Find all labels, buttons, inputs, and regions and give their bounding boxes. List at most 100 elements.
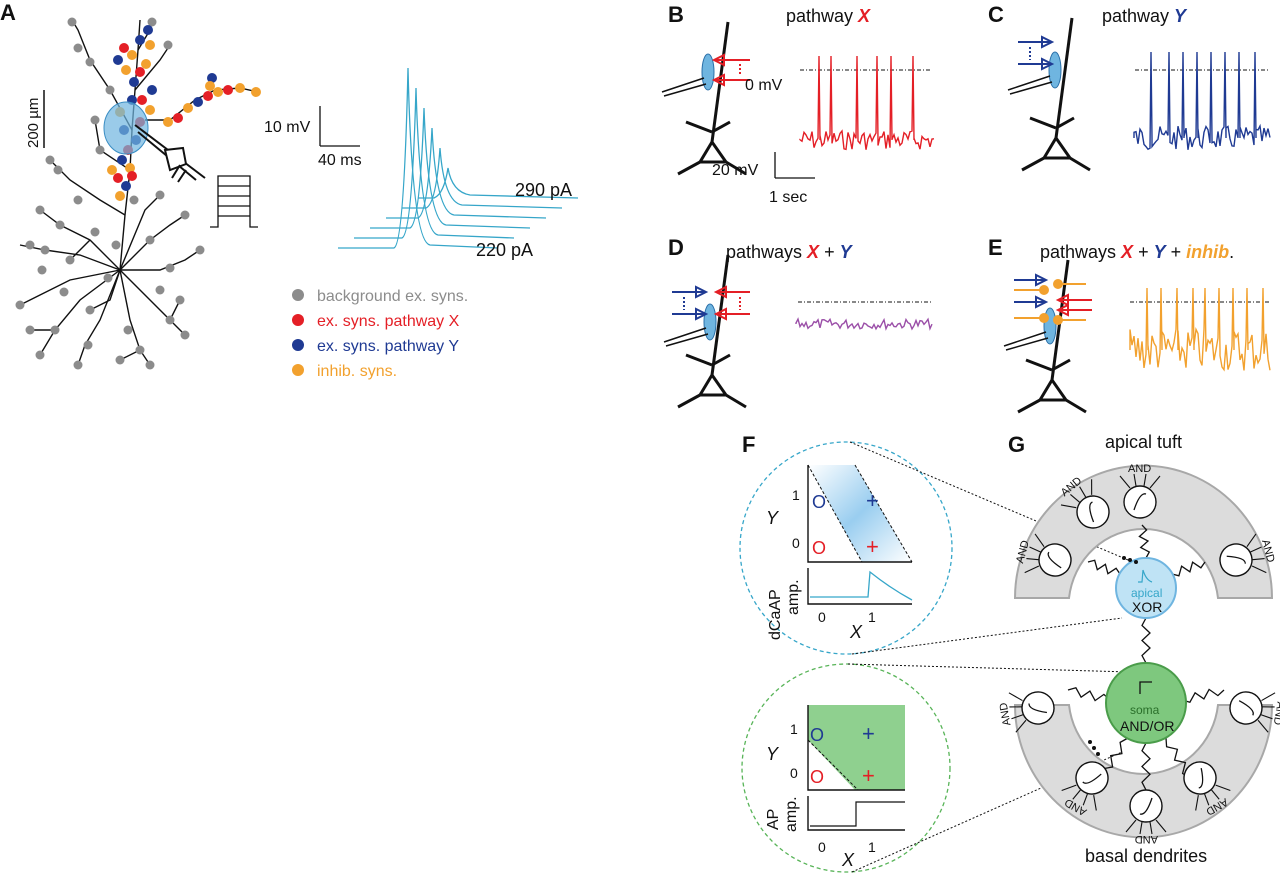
legend-dot-pathway-y xyxy=(292,339,304,351)
dendritic-subunit: AND xyxy=(998,691,1055,733)
dcaap-trace xyxy=(354,87,515,239)
dcaap-amp-label-1: dCaAP xyxy=(767,589,784,640)
xor-x-tick-1: 1 xyxy=(868,609,876,625)
background-synapse-dot xyxy=(180,330,190,340)
synapse-input-inhib-e xyxy=(1014,279,1086,325)
mv-scale-label: 10 mV xyxy=(264,119,311,136)
background-synapse-dot xyxy=(35,205,45,215)
or-marker-plus-10: + xyxy=(862,763,875,788)
dcaap-trace xyxy=(402,147,563,209)
panel-label-b: B xyxy=(668,2,684,27)
apical-xor-node xyxy=(1115,557,1177,619)
legend-dot-inhibitory xyxy=(292,364,304,376)
pathway-synapse-dot xyxy=(223,85,233,95)
pathway-synapse-dot xyxy=(113,173,123,183)
synapse-lines xyxy=(1061,784,1097,811)
xor-boundary-lower xyxy=(807,464,863,563)
panel-c-title-prefix: pathway xyxy=(1102,6,1174,26)
dendritic-subunit: AND xyxy=(1219,533,1277,577)
and-gate-label: AND xyxy=(1014,539,1032,565)
neuron-schematic-c xyxy=(1020,16,1092,172)
panel-e: E pathways X + Y + inhib. xyxy=(988,235,1271,414)
zoom-circle-apical xyxy=(739,441,953,655)
sigmoid-icon xyxy=(1047,551,1062,569)
pathway-synapse-dot xyxy=(173,113,183,123)
or-plot-axes xyxy=(807,705,905,791)
pathway-synapse-dot xyxy=(127,50,137,60)
background-synapse-dot xyxy=(111,240,121,250)
background-synapse-dot xyxy=(95,145,105,155)
panel-e-var-y: Y xyxy=(1154,242,1168,262)
subunit-body xyxy=(1123,485,1157,519)
ms-scale-label: 40 ms xyxy=(318,152,362,169)
background-synapse-dot xyxy=(59,287,69,297)
dendritic-subunit: AND xyxy=(1014,533,1072,577)
sigmoid-icon xyxy=(1238,700,1254,716)
or-marker-plus-11: + xyxy=(862,721,875,746)
background-synapse-dot xyxy=(83,340,93,350)
scale-bar-label: 200 µm xyxy=(25,98,42,148)
sigmoid-icon xyxy=(1133,493,1147,511)
subunit-body xyxy=(1183,761,1217,795)
or-x-tick-1: 1 xyxy=(868,839,876,855)
subunit-body xyxy=(1076,495,1110,529)
recorded-dendrite-compartment xyxy=(103,101,149,155)
pathway-synapse-dot xyxy=(163,117,173,127)
dendritic-subunit: AND xyxy=(1125,789,1167,845)
background-synapse-dot xyxy=(37,265,47,275)
ap-amp-axes xyxy=(807,796,905,831)
subunit-body xyxy=(1129,789,1163,823)
coupling-resistor xyxy=(1141,742,1151,791)
panel-e-plus-2: + xyxy=(1166,242,1187,262)
synapse-legend: background ex. syns. ex. syns. pathway X… xyxy=(292,288,468,380)
current-step-protocol xyxy=(210,175,258,228)
panel-c-title-var: Y xyxy=(1174,6,1188,26)
xor-y-tick-1: 1 xyxy=(792,487,800,503)
pathway-synapse-dot xyxy=(113,55,123,65)
background-synapse-dot xyxy=(25,325,35,335)
dendritic-subunit: AND xyxy=(1229,691,1280,733)
panel-d-var-y: Y xyxy=(840,242,854,262)
current-high-label: 290 pA xyxy=(515,180,572,200)
xor-region xyxy=(808,465,912,562)
pathway-synapse-dot xyxy=(127,171,137,181)
background-synapse-dot xyxy=(67,17,77,27)
background-synapse-dot xyxy=(105,85,115,95)
panel-e-var-inhib: inhib xyxy=(1186,242,1229,262)
subunit-body xyxy=(1038,543,1072,577)
subunit-body xyxy=(1229,691,1263,725)
pathway-synapse-dot xyxy=(193,97,203,107)
dcaap-amp-label-2: amp. xyxy=(785,579,802,615)
mv-scale-label-b: 20 mV xyxy=(712,162,759,179)
dcaap-amp-axes xyxy=(807,568,912,605)
dcaap-trace xyxy=(370,107,531,229)
dendrite-compartment-c xyxy=(1048,51,1062,89)
or-boundary xyxy=(807,739,859,791)
dendritic-subunit: AND xyxy=(1059,475,1110,529)
synapse-lines xyxy=(1195,784,1231,811)
panel-e-suffix: . xyxy=(1229,242,1234,262)
panel-d-var-x: X xyxy=(806,242,820,262)
soma-node-gate: AND/OR xyxy=(1120,718,1174,734)
pathway-synapse-dot xyxy=(107,165,117,175)
and-gate-label: AND xyxy=(1128,463,1151,475)
legend-label-background: background ex. syns. xyxy=(317,288,468,305)
apical-tuft-label: apical tuft xyxy=(1105,432,1182,452)
background-synapse-dot xyxy=(145,360,155,370)
panel-b: B pathway X 0 mV 20 mV 1 sec xyxy=(661,2,935,206)
coupling-resistor xyxy=(1165,737,1191,779)
background-synapse-dot xyxy=(135,345,145,355)
voltage-trace-c xyxy=(1133,51,1271,151)
or-y-axis-label: Y xyxy=(766,744,780,764)
panel-d: D pathways X + Y xyxy=(663,235,933,409)
xor-y-axis-label: Y xyxy=(766,508,780,528)
xor-marker-plus-10: + xyxy=(866,534,879,559)
zoom-circle-soma xyxy=(741,663,951,873)
background-synapse-dot xyxy=(115,355,125,365)
sigmoid-icon xyxy=(1139,797,1153,815)
zero-mv-label-b: 0 mV xyxy=(745,77,783,94)
xor-plot-axes xyxy=(807,465,912,563)
and-gate-label: AND xyxy=(1135,833,1158,845)
apical-node-name: apical xyxy=(1131,586,1162,600)
dendritic-subunit: AND xyxy=(1119,463,1161,519)
